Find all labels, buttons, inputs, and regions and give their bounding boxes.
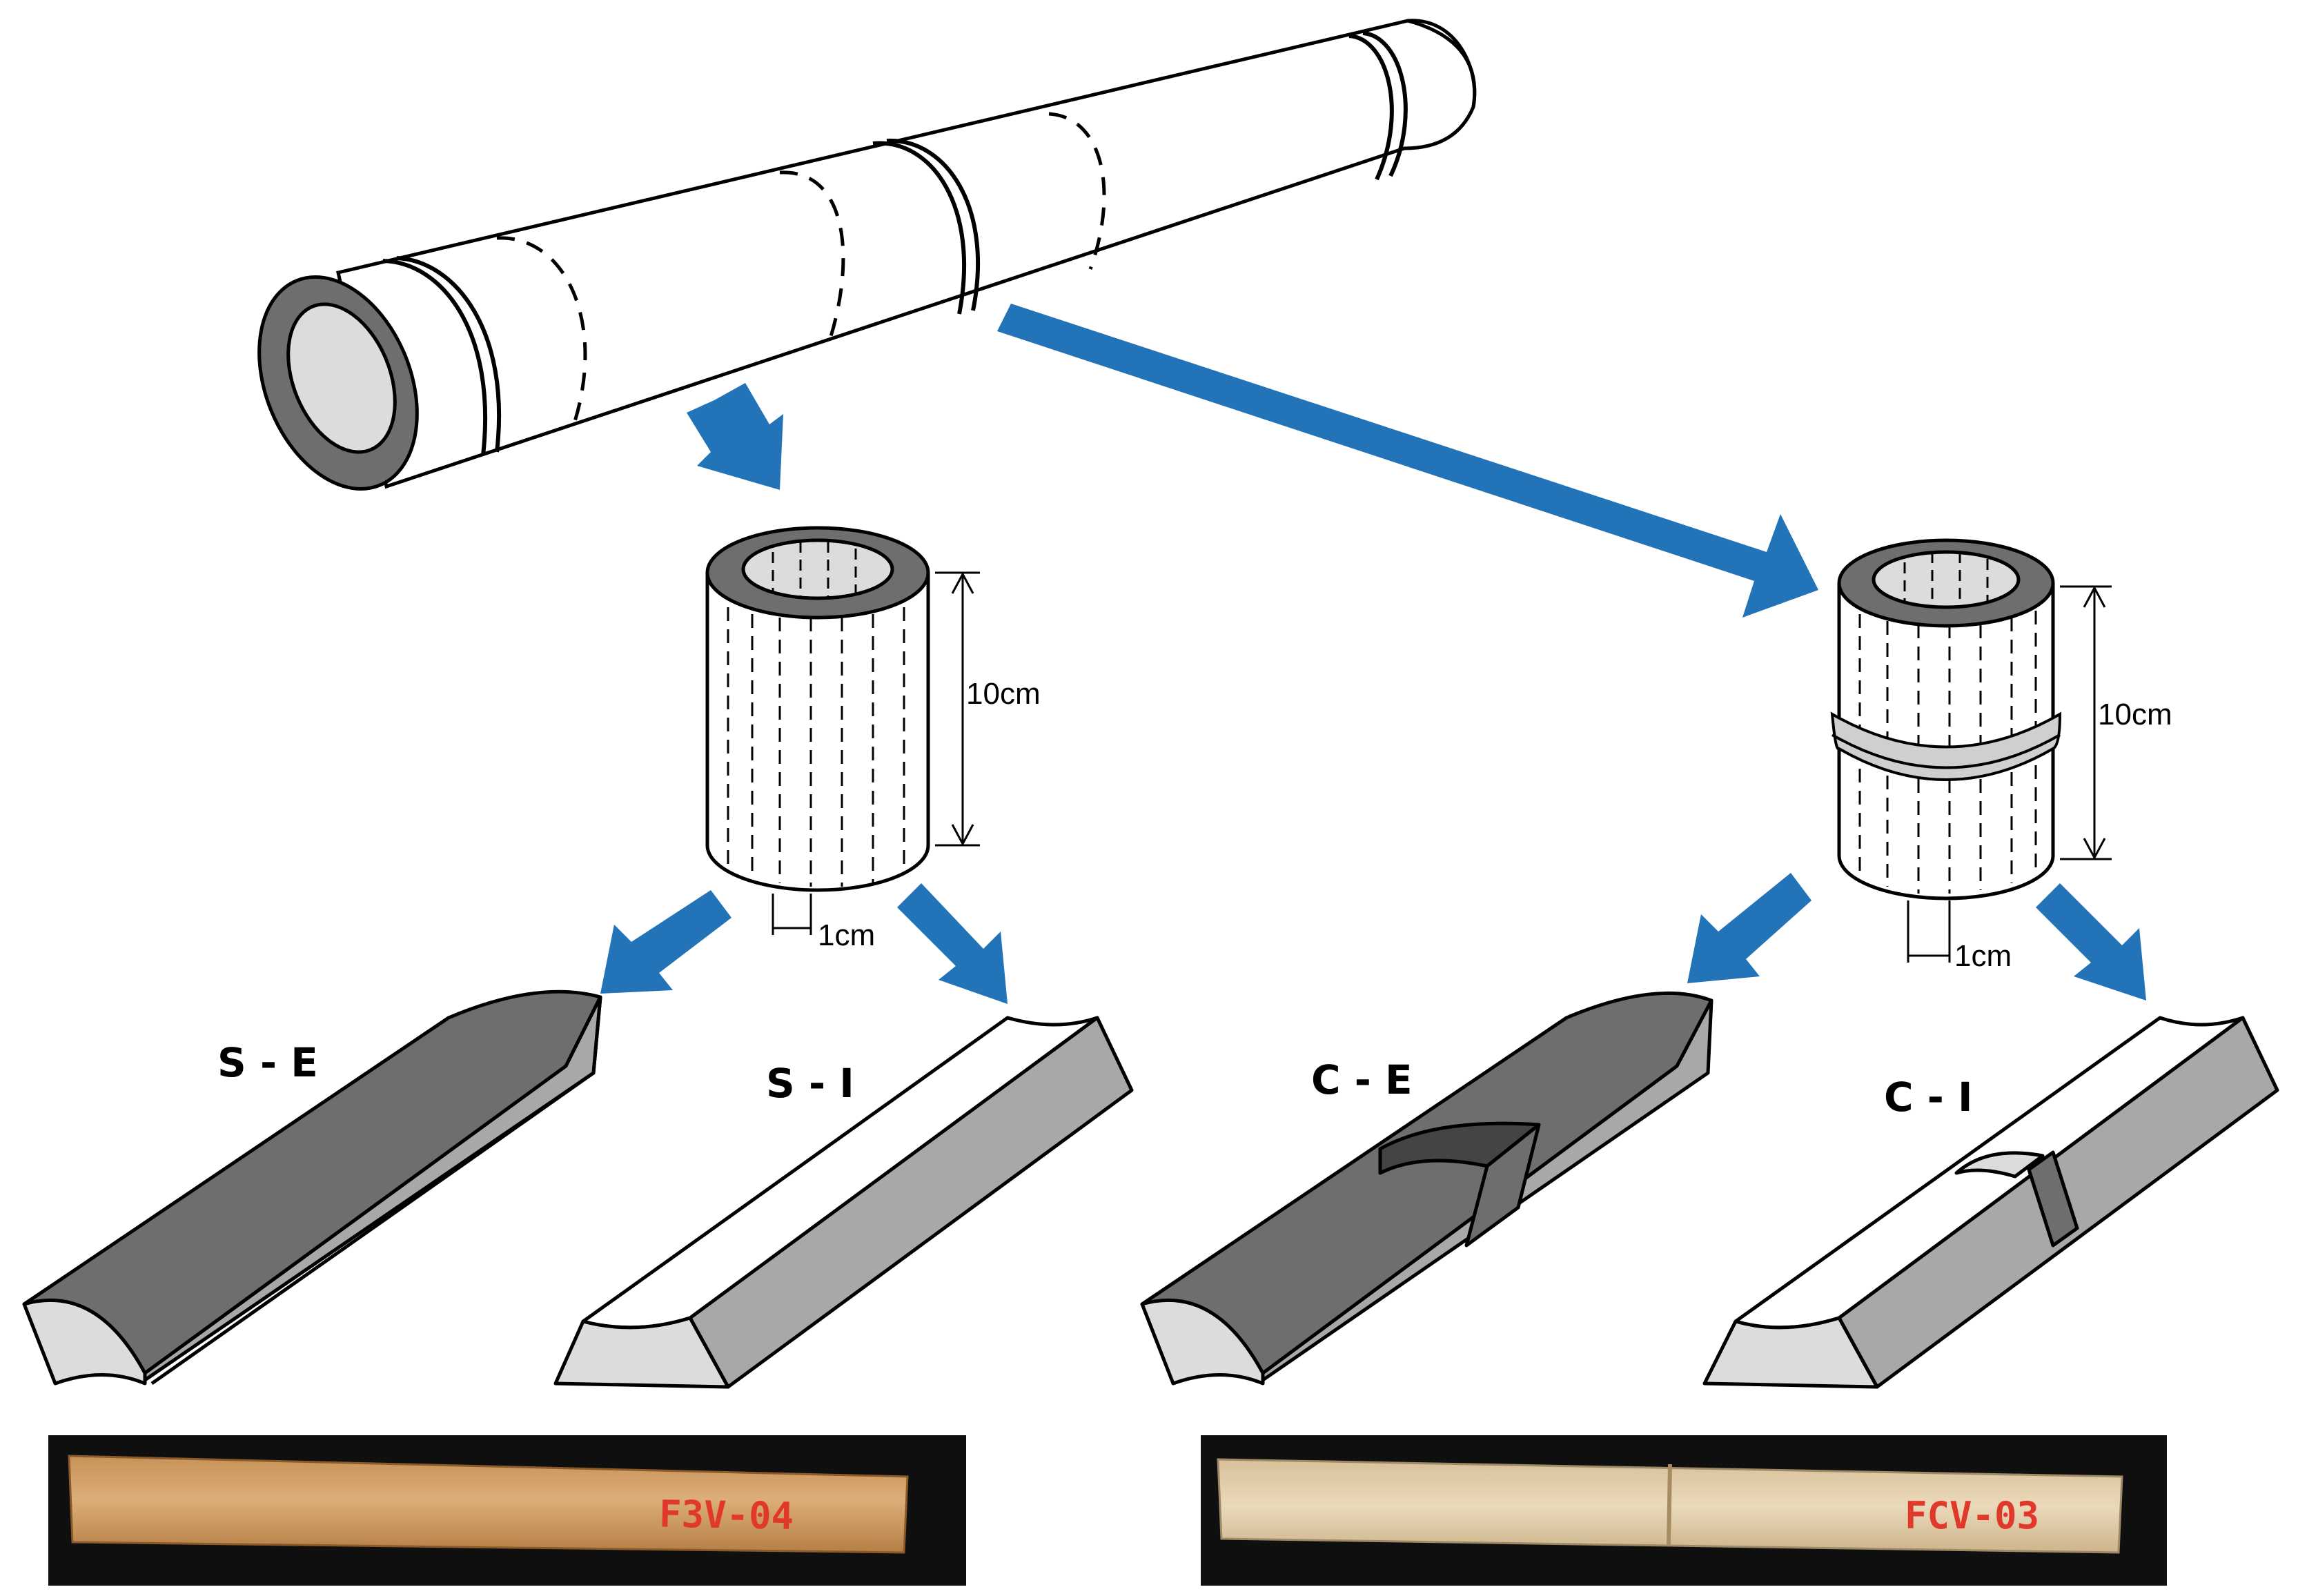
label-s-i: S - I <box>766 1060 854 1107</box>
specimen-c-i <box>1702 1016 2279 1389</box>
photo-tag-right: FCV-03 <box>1905 1494 2039 1537</box>
specimen-c-e <box>1140 991 1713 1386</box>
specimen-s-i <box>553 1016 1134 1389</box>
culm-node-3 <box>1348 34 1394 181</box>
straight-cylinder <box>705 526 980 935</box>
height-label-right: 10cm <box>2098 698 2172 731</box>
c-i-side-band <box>2027 1150 2079 1248</box>
node-ring <box>1830 711 2062 781</box>
arrow-culm-to-node <box>997 304 1818 618</box>
c-i-node-bump <box>1954 1151 2045 1179</box>
culm-node-2 <box>872 141 967 315</box>
flow-arrows <box>600 304 2146 1004</box>
cut-line-1 <box>496 236 587 428</box>
culm-node-1 <box>382 259 488 456</box>
width-label-right: 1cm <box>1954 939 2012 973</box>
node-cylinder <box>1830 538 2112 963</box>
arrow-culm-to-straight <box>687 383 783 490</box>
arrow-node-to-ce <box>1687 873 1811 983</box>
culm-end-inner <box>286 302 397 454</box>
specimen-s-e <box>22 989 602 1386</box>
c-e-side-band <box>1464 1123 1541 1248</box>
arrow-straight-to-se <box>600 890 731 994</box>
arrow-node-to-ci <box>2036 883 2146 1001</box>
photo-tag-left: F3V-04 <box>659 1492 794 1537</box>
cut-line-3 <box>1048 112 1106 270</box>
label-c-e: C - E <box>1311 1056 1413 1103</box>
bamboo-culm <box>257 19 1477 491</box>
label-c-i: C - I <box>1884 1074 1973 1121</box>
width-label-left: 1cm <box>818 918 875 952</box>
photo-straight-specimen: F3V-04 <box>48 1435 966 1586</box>
photo-node-specimen: FCV-03 <box>1201 1435 2167 1586</box>
height-label-left: 10cm <box>966 677 1041 711</box>
arrow-straight-to-si <box>897 883 1008 1004</box>
label-s-e: S - E <box>217 1039 318 1086</box>
